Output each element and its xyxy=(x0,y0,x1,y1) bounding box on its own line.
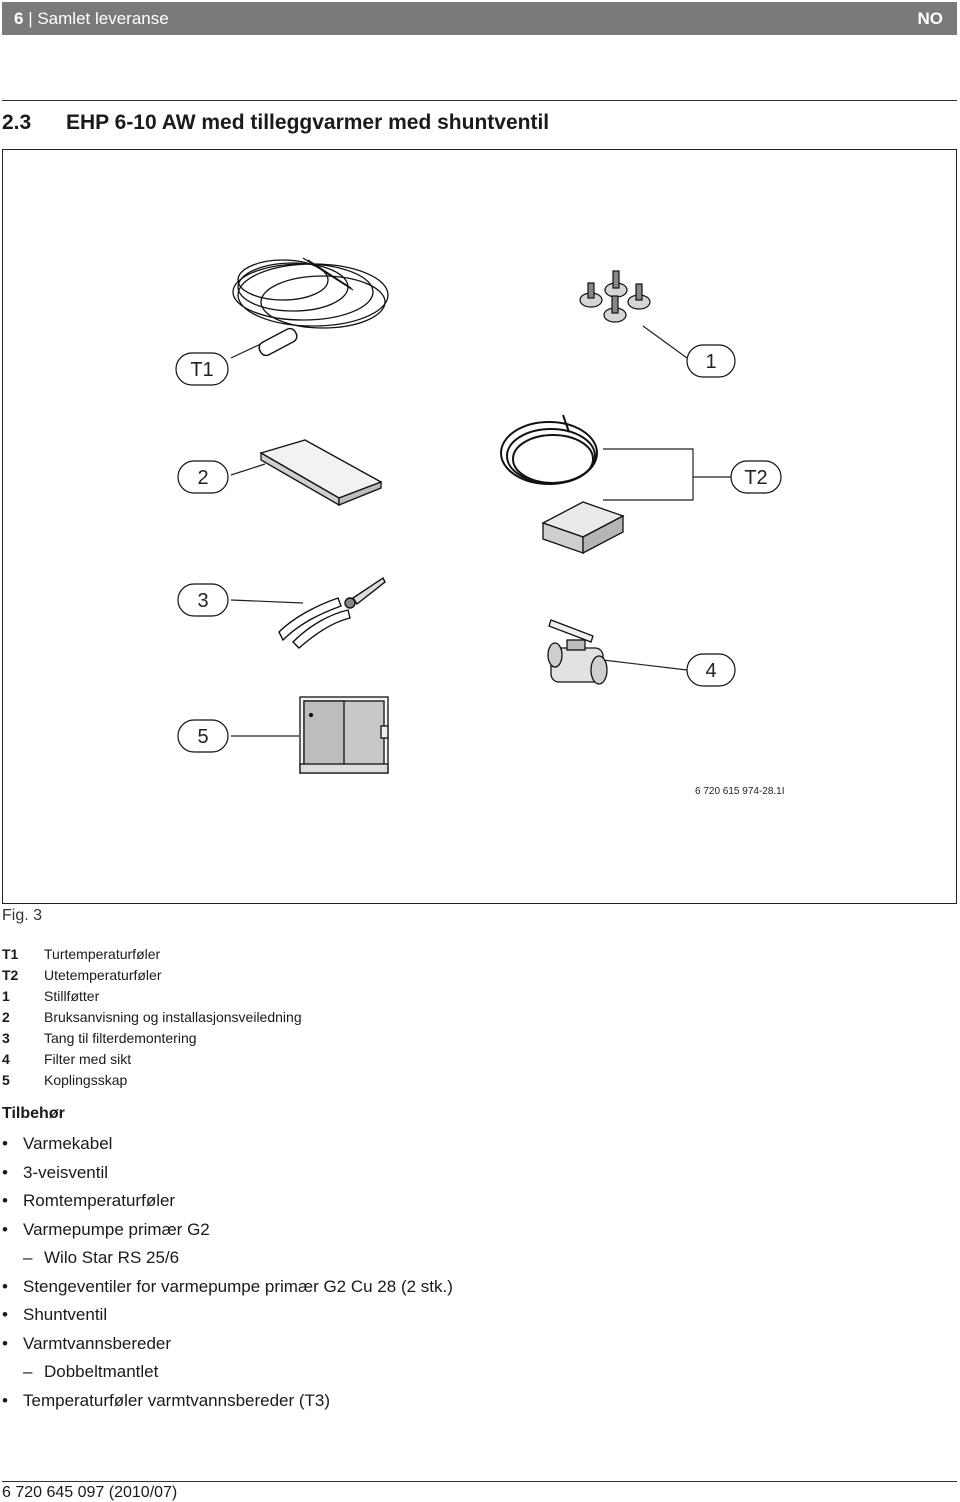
callout-t1-label: T1 xyxy=(190,359,213,381)
outdoor-sensor-box xyxy=(541,501,625,555)
page-number: 6 xyxy=(14,9,24,28)
legend-row: T1 Turtemperaturføler xyxy=(2,944,302,965)
callout-1: 1 xyxy=(686,344,736,378)
accessory-item: 3-veisventil xyxy=(2,1161,522,1185)
stand-feet xyxy=(579,270,651,323)
accessory-item: Temperaturføler varmtvannsbereder (T3) xyxy=(2,1389,522,1413)
callout-5: 5 xyxy=(177,719,229,753)
legend-text: Turtemperaturføler xyxy=(44,946,161,962)
legend-key: 1 xyxy=(2,988,10,1004)
legend-key: 4 xyxy=(2,1051,10,1067)
callout-4-label: 4 xyxy=(705,660,716,682)
legend-row: 4 Filter med sikt xyxy=(2,1049,302,1070)
callout-t1: T1 xyxy=(175,352,229,386)
legend-row: 2 Bruksanvisning og installasjonsveiledni… xyxy=(2,1007,302,1028)
control-box xyxy=(299,696,389,774)
figure-caption: Fig. 3 xyxy=(2,907,43,924)
legend-text: Tang til filterdemontering xyxy=(44,1030,197,1046)
callout-2: 2 xyxy=(177,460,229,494)
accessory-item: Shuntventil xyxy=(2,1303,522,1327)
accessory-item: Varmtvannsbereder xyxy=(2,1332,522,1356)
language-code: NO xyxy=(917,9,944,28)
accessory-subitem: Dobbeltmantlet xyxy=(2,1360,522,1384)
legend-key: 2 xyxy=(2,1009,10,1025)
accessories-title: Tilbehør xyxy=(2,1105,65,1122)
section-title-text: EHP 6-10 AW med tilleggvarmer med shuntv… xyxy=(66,111,550,134)
accessory-item: Stengeventiler for varmepumpe primær G2 … xyxy=(2,1275,522,1299)
title-rule xyxy=(2,100,957,101)
legend-text: Koplingsskap xyxy=(44,1072,128,1088)
callout-t2-label: T2 xyxy=(744,467,767,489)
callout-4: 4 xyxy=(686,653,736,687)
legend-key: 5 xyxy=(2,1072,10,1088)
filter-pliers xyxy=(278,576,386,649)
section-title: 2.3 EHP 6-10 AW med tilleggvarmer med shu… xyxy=(2,111,549,135)
callout-3-label: 3 xyxy=(197,590,208,612)
legend-key: T1 xyxy=(2,946,19,962)
legend-text: Utetemperaturføler xyxy=(44,967,162,983)
supply-sensor-probe xyxy=(258,327,298,357)
callout-3: 3 xyxy=(177,583,229,617)
legend-row: 5 Koplingsskap xyxy=(2,1070,302,1091)
callout-5-label: 5 xyxy=(197,726,208,748)
figure-frame: T1 1 2 T2 3 4 5 6 720 615 974-28.1I xyxy=(2,149,957,904)
callout-1-label: 1 xyxy=(705,351,716,373)
figure-code: 6 720 615 974-28.1I xyxy=(695,786,785,797)
section-name: Samlet leveranse xyxy=(37,9,169,28)
document-number: 6 720 645 097 (2010/07) xyxy=(2,1484,178,1501)
accessory-item: Varmepumpe primær G2 xyxy=(2,1218,522,1242)
footer-rule xyxy=(2,1481,957,1482)
callout-2-label: 2 xyxy=(197,467,208,489)
callout-t2: T2 xyxy=(730,460,782,494)
legend-key: T2 xyxy=(2,967,19,983)
section-number: 2.3 xyxy=(2,111,32,134)
legend-row: T2 Utetemperaturføler xyxy=(2,965,302,986)
header-left: 6 | Samlet leveranse xyxy=(14,9,169,28)
strainer-valve xyxy=(547,619,608,685)
legend-text: Filter med sikt xyxy=(44,1051,132,1067)
legend-key: 3 xyxy=(2,1030,10,1046)
supply-sensor-coil xyxy=(232,257,389,329)
accessory-item: Varmekabel xyxy=(2,1132,522,1156)
legend-row: 3 Tang til filterdemontering xyxy=(2,1028,302,1049)
delivery-illustration: T1 1 2 T2 3 4 5 6 720 615 974-28.1I xyxy=(175,257,785,797)
legend-text: Stillføtter xyxy=(44,988,100,1004)
page-header: 6 | Samlet leveranse NO xyxy=(2,2,957,35)
accessory-subitem: Wilo Star RS 25/6 xyxy=(2,1246,522,1270)
outdoor-sensor-coil xyxy=(500,414,598,485)
manual-booklet xyxy=(259,439,383,507)
accessory-item: Romtemperaturføler xyxy=(2,1189,522,1213)
legend-text: Bruksanvisning og installasjonsveilednin… xyxy=(44,1009,302,1025)
figure-legend: T1 Turtemperaturføler T2 Utetemperaturføle… xyxy=(2,944,302,1091)
legend-row: 1 Stillføtter xyxy=(2,986,302,1007)
accessories-list: Varmekabel 3-veisventil Romtemperaturføl… xyxy=(2,1132,522,1417)
